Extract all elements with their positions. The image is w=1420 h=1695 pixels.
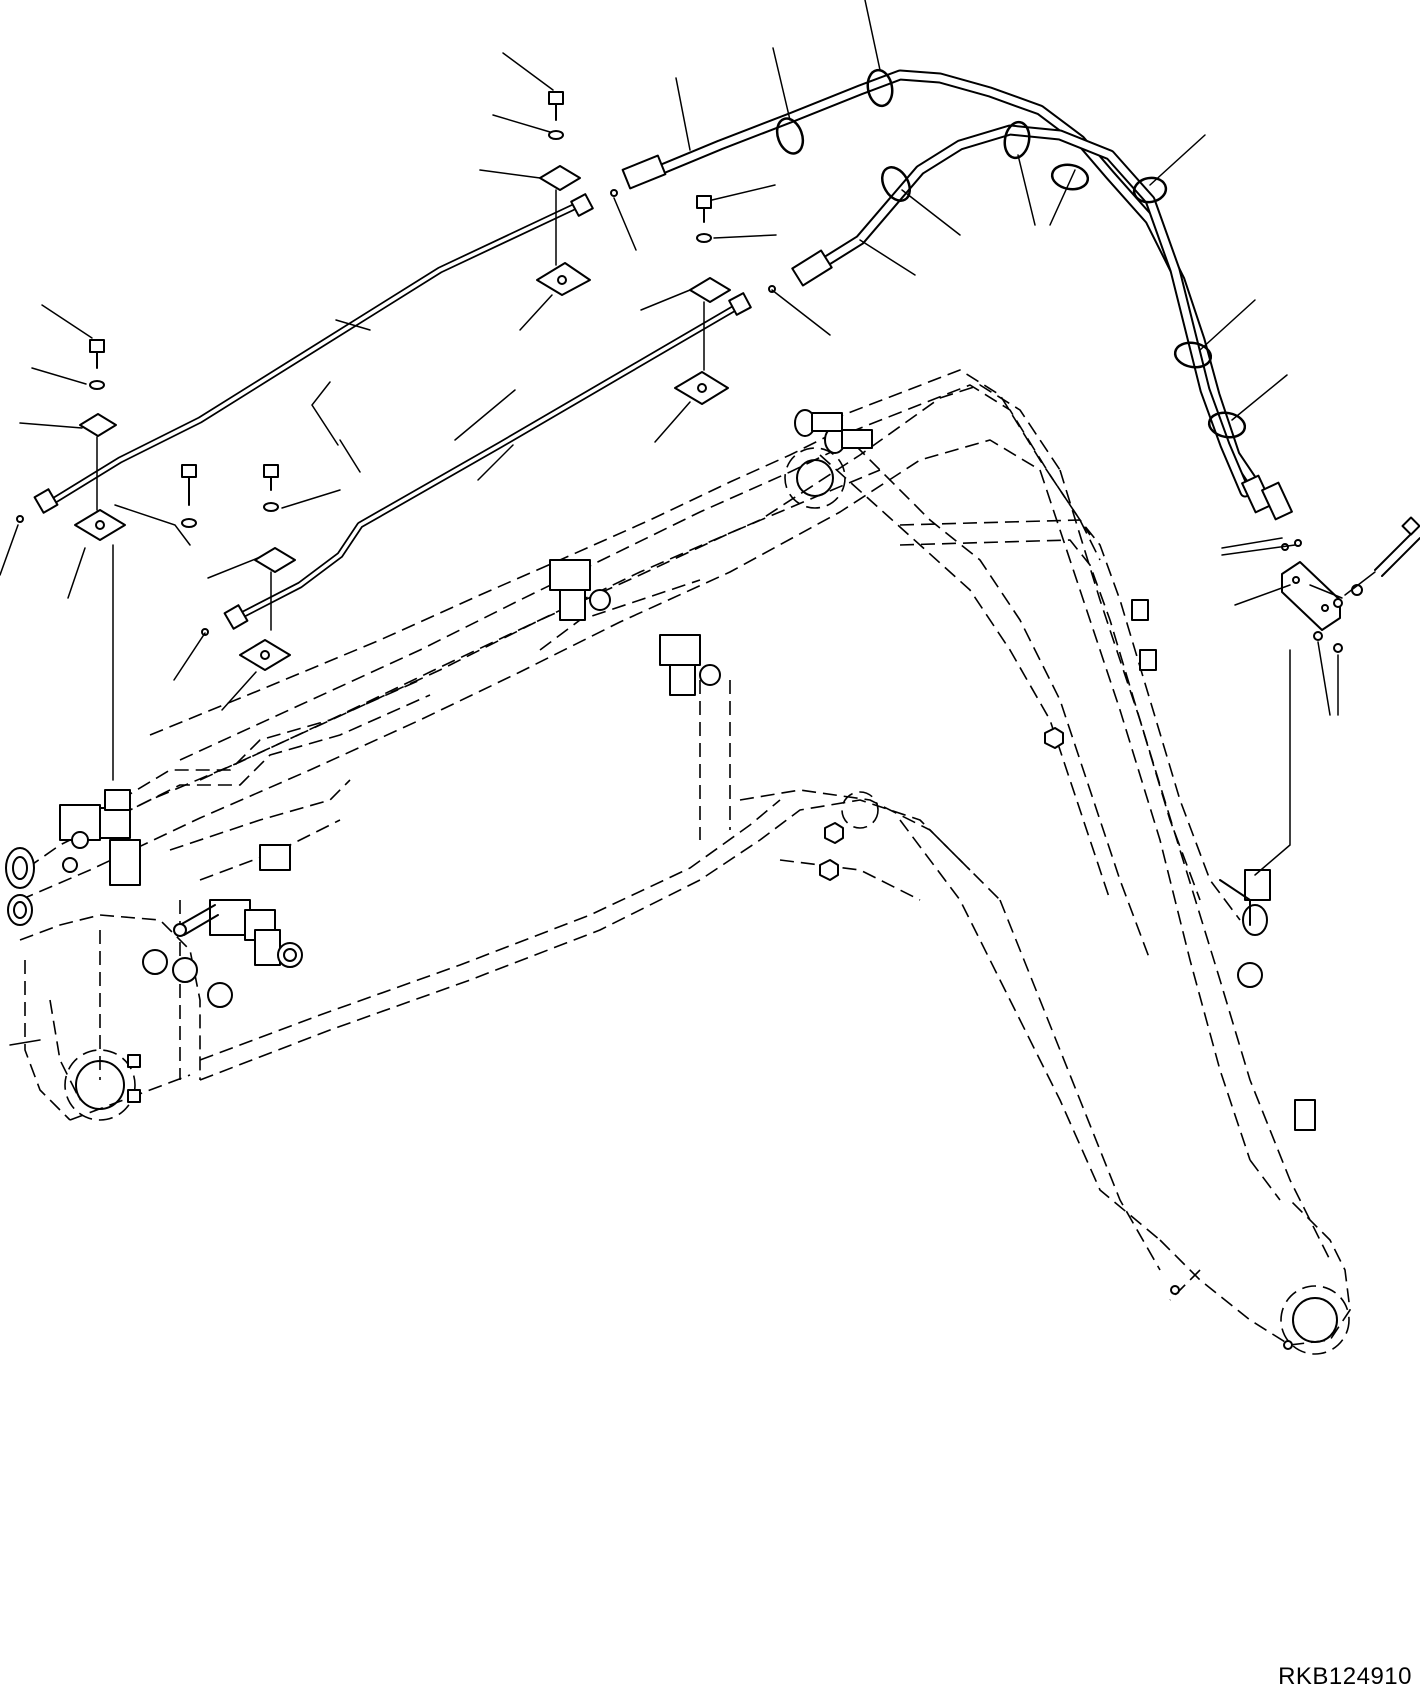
clamp-set-c — [536, 91, 591, 296]
boom-piping-phantom — [119, 369, 1241, 921]
foot-fittings — [5, 409, 1316, 1350]
leader-lines — [0, 0, 1376, 1046]
clamp-hardware — [74, 91, 731, 781]
pipe-upper-left — [16, 189, 618, 523]
junction-block — [1254, 516, 1420, 876]
drawing-code: RKB124910 — [1278, 1663, 1412, 1690]
clamp-set-d — [674, 195, 731, 405]
clamp-set-a — [74, 339, 197, 781]
pipe-lower-left — [201, 285, 776, 636]
hose-group — [621, 68, 1293, 521]
boom-outline — [9, 384, 1351, 1355]
clamp-set-b — [239, 464, 296, 671]
